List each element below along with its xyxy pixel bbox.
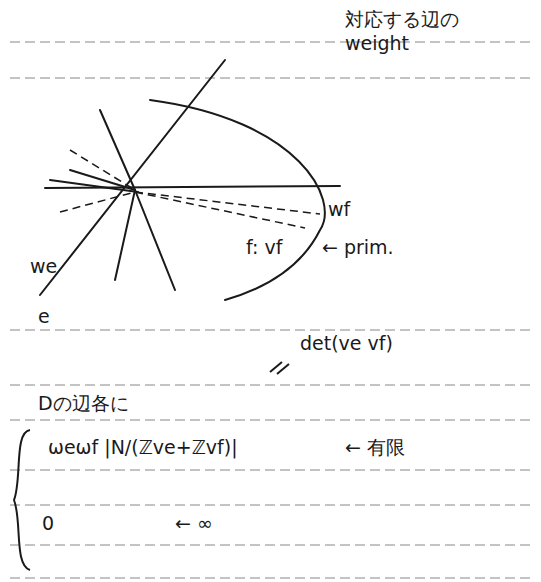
notebook-rules: [10, 42, 535, 578]
weight-symbol: wf: [328, 198, 350, 222]
note-arrow: ← 有限: [345, 436, 405, 460]
note-heading: 対応する辺の weight: [345, 8, 475, 56]
ray-label: f: vf: [246, 236, 282, 260]
curly-brace: [14, 430, 30, 570]
underline-marks: [270, 362, 289, 374]
edge-label: e: [38, 305, 50, 329]
formula: ωeωf |N/(ℤve+ℤvf)|: [48, 436, 238, 460]
fan-sketch: [40, 60, 340, 300]
formula: 0: [42, 512, 54, 536]
dashed-rays: [60, 150, 320, 228]
weight-symbol: we: [30, 255, 57, 279]
note-text: Dの辺各に: [38, 392, 129, 416]
formula: det(ve vf): [300, 332, 393, 356]
note-arrow: ← ∞: [175, 512, 213, 536]
note-arrow: ← prim.: [322, 236, 394, 260]
